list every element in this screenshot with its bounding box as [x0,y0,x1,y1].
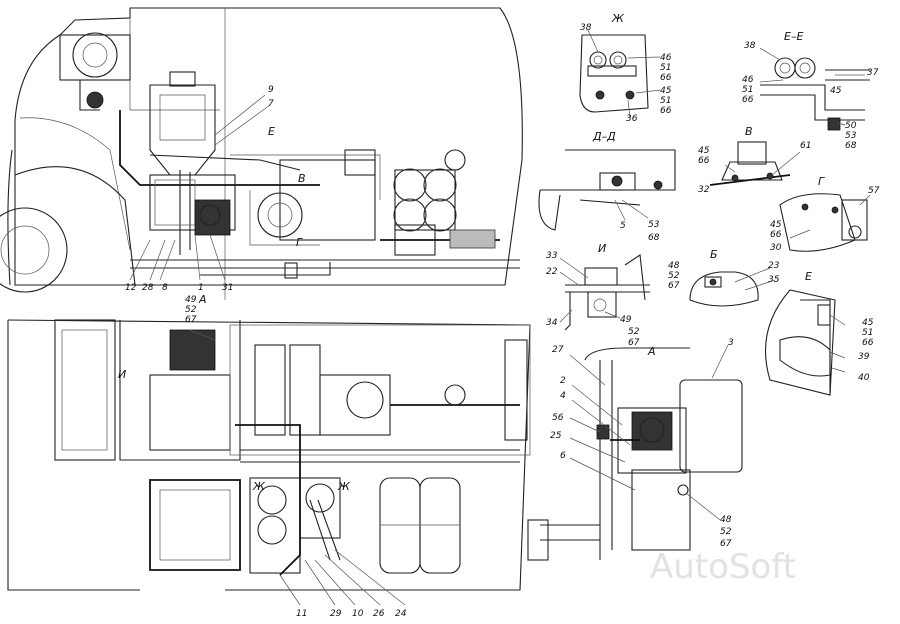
callout-66-v: 66 [698,156,710,166]
callout-35: 35 [768,275,780,285]
callout-38-zh: 38 [580,23,592,33]
view-title-zh: Ж [611,12,625,25]
callout-31: 31 [222,283,233,293]
view-a [527,344,743,561]
view-arrow-zh-2: Ж [337,480,351,493]
callout-51-zh: 51 [660,63,671,73]
view-title-ee: Е–Е [784,30,803,43]
callout-38-ee: 38 [744,41,756,51]
callout-2: 2 [560,376,566,386]
callout-34: 34 [546,318,558,328]
callout-45-g: 45 [770,220,782,230]
watermark: AutoSoft [650,547,796,587]
callout-27: 27 [552,345,564,355]
callout-4: 4 [560,391,566,401]
callout-67-b: 67 [668,281,680,291]
callout-67-a: 67 [720,539,732,549]
view-ee [759,47,870,131]
callout-46-ee: 46 [742,75,754,85]
view-zh [579,29,661,119]
view-title-b: Б [710,248,718,261]
view-v [709,141,801,186]
callout-67-top: 67 [185,315,197,325]
view-arrow-e: Е [268,125,275,138]
view-title-e: Е [805,270,812,283]
callout-67-i: 67 [628,338,640,348]
callout-48-b: 48 [668,261,680,271]
callout-48-a: 48 [720,515,732,525]
callout-66-g: 66 [770,230,782,240]
callout-52-top: 52 [185,305,197,315]
callout-57: 57 [868,186,880,196]
view-i [559,254,650,331]
callout-37: 37 [867,68,879,78]
callout-40: 40 [858,373,870,383]
callout-66b-zh: 66 [660,106,672,116]
callout-12: 12 [125,283,137,293]
callout-49-i: 49 [620,315,632,325]
callout-68-ee: 68 [845,141,857,151]
view-arrow-zh-1: Ж [252,480,266,493]
callout-22: 22 [546,267,558,277]
callout-46-zh: 46 [660,53,672,63]
view-arrow-a: А [198,293,207,306]
view-title-dd: Д–Д [592,130,616,143]
callout-8: 8 [162,283,168,293]
callout-11: 11 [296,609,307,619]
callout-45-zh: 45 [660,86,672,96]
callout-7: 7 [268,99,274,109]
view-g [779,193,871,252]
callout-52-b: 52 [668,271,680,281]
callout-25: 25 [550,431,562,441]
callout-51b-zh: 51 [660,96,671,106]
callout-45-ee: 45 [830,86,842,96]
callout-32: 32 [698,185,710,195]
callout-26: 26 [373,609,385,619]
callout-23: 23 [768,261,780,271]
callout-10: 10 [352,609,364,619]
callout-68-dd: 68 [648,233,660,243]
callout-24: 24 [395,609,407,619]
callout-53-ee: 53 [845,131,857,141]
callout-5: 5 [620,221,626,231]
callout-51-ee: 51 [742,85,753,95]
view-arrow-v: В [298,172,306,185]
view-title-a: А [647,345,656,358]
callout-51-e: 51 [862,328,873,338]
callout-52-a: 52 [720,527,732,537]
callout-6: 6 [560,451,566,461]
view-title-v: В [745,125,753,138]
callout-39: 39 [858,352,870,362]
callout-56: 56 [552,413,564,423]
callout-66-zh: 66 [660,73,672,83]
callout-29: 29 [330,609,342,619]
callout-50: 50 [845,121,857,131]
top-view [7,319,531,606]
view-title-g: Г [818,175,825,188]
callout-28: 28 [142,283,154,293]
callout-36: 36 [626,114,638,124]
callout-45-e: 45 [862,318,874,328]
callout-53-dd: 53 [648,220,660,230]
callout-3: 3 [728,338,734,348]
view-title-i: И [598,242,606,255]
callout-33: 33 [546,251,558,261]
side-view [0,7,523,300]
view-b [689,267,776,307]
view-e [764,289,846,396]
callout-9: 9 [268,85,274,95]
view-arrow-g: Г [296,236,303,249]
view-dd [538,149,676,231]
callout-61: 61 [800,141,811,151]
view-arrow-i: И [118,368,126,381]
callout-45-v: 45 [698,146,710,156]
callout-66-e: 66 [862,338,874,348]
callout-66-ee: 66 [742,95,754,105]
callout-52-i: 52 [628,327,640,337]
callout-1: 1 [198,283,204,293]
callout-49-top: 49 [185,295,197,305]
callout-30: 30 [770,243,782,253]
